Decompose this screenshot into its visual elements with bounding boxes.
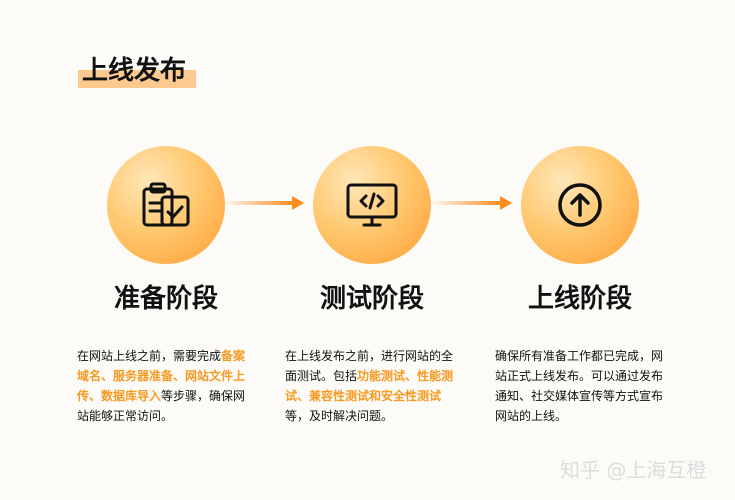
stage-description: 在上线发布之前，进行网站的全面测试。包括功能测试、性能测试、兼容性测试和安全性测… bbox=[285, 346, 463, 426]
stage-circle-prepare bbox=[107, 146, 225, 264]
clipboard-check-icon bbox=[142, 182, 190, 227]
watermark: 知乎 @上海互橙 bbox=[560, 458, 707, 482]
upload-arrow-icon bbox=[558, 183, 602, 227]
stage-description: 确保所有准备工作都已完成，网站正式上线发布。可以通过发布通知、社交媒体宣传等方式… bbox=[495, 346, 673, 426]
title-highlight bbox=[78, 70, 196, 88]
monitor-code-icon bbox=[346, 183, 398, 227]
arrow-right-icon bbox=[430, 196, 512, 210]
desc-highlight: 备案域名、服务器准备、网站文件上传、数据库导入 bbox=[77, 349, 246, 403]
desc-text: 在上线发布之前，进行网站的全面测试。包括 bbox=[285, 349, 454, 383]
stage-circle-test bbox=[313, 146, 431, 264]
stage-description: 在网站上线之前，需要完成备案域名、服务器准备、网站文件上传、数据库导入等步骤，确… bbox=[77, 346, 255, 426]
desc-text: 等步骤，确保网站能够正常访问。 bbox=[77, 389, 246, 423]
arrow-right-icon bbox=[222, 196, 304, 210]
desc-text: 在网站上线之前，需要完成 bbox=[77, 349, 222, 363]
stage-circle-launch bbox=[521, 146, 639, 264]
stage-label: 准备阶段 bbox=[113, 284, 218, 314]
desc-text: 等，及时解决问题。 bbox=[285, 409, 394, 423]
desc-text: 确保所有准备工作都已完成，网站正式上线发布。可以通过发布通知、社交媒体宣传等方式… bbox=[495, 349, 664, 423]
page-title: 上线发布 bbox=[82, 56, 187, 86]
stage-label: 上线阶段 bbox=[527, 284, 632, 314]
desc-highlight: 功能测试、性能测试、兼容性测试和安全性测试 bbox=[285, 369, 454, 403]
stage-label: 测试阶段 bbox=[319, 284, 424, 314]
